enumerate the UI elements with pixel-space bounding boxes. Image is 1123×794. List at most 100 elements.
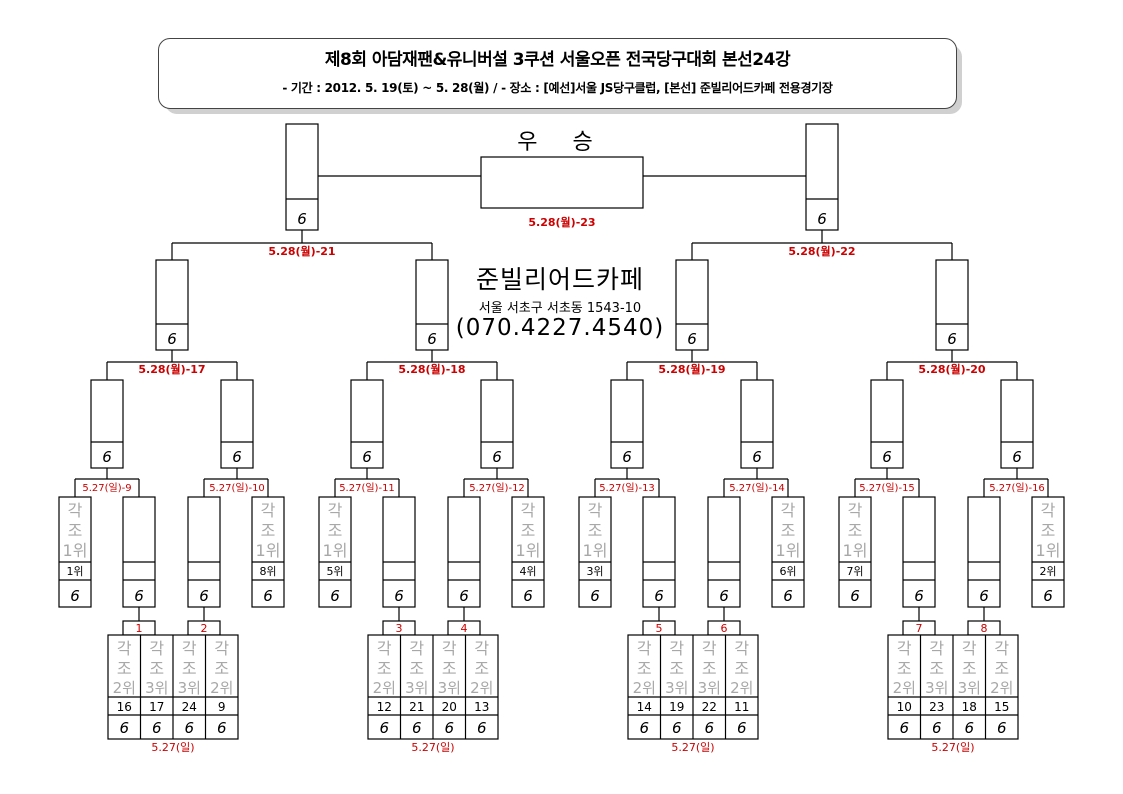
score-mark: 6	[590, 587, 600, 605]
seed-place: 1위	[66, 565, 83, 578]
r24-winner-slot	[447, 496, 481, 608]
group-label-text: 조	[702, 659, 717, 678]
player-number: 20	[442, 700, 457, 714]
page-title: 제8회 아담재팬&유니버설 3쿠션 서울오픈 전국당구대회 본선24강	[324, 50, 791, 70]
seed-label-text: 1위	[63, 541, 88, 560]
group-label-text: 각	[994, 639, 1009, 658]
r16-match-label: 5.27(일)-15	[859, 482, 915, 494]
score-mark: 6	[70, 587, 80, 605]
group-rank-text: 3위	[665, 679, 688, 697]
group-label-text: 조	[929, 659, 944, 678]
score-mark: 6	[477, 719, 487, 737]
quarter-match-label: 5.28(월)-19	[658, 362, 725, 376]
group-label-text: 조	[377, 659, 392, 678]
seed-label-text: 조	[328, 521, 343, 540]
group-date-label: 5.27(일)	[411, 740, 454, 754]
group-label-text: 조	[897, 659, 912, 678]
seed-label-text: 조	[848, 521, 863, 540]
r16-match-label: 5.27(일)-11	[339, 482, 395, 494]
player-number: 24	[182, 700, 197, 714]
score-mark: 6	[232, 448, 242, 466]
player-number: 9	[218, 700, 226, 714]
seed-label-text: 각	[1041, 501, 1056, 520]
group-label-text: 각	[962, 639, 977, 658]
score-mark: 6	[134, 587, 144, 605]
r24-match-number: 8	[981, 622, 988, 635]
group-rank-text: 2위	[113, 679, 136, 697]
r24-match-number: 7	[916, 622, 923, 635]
group-label-text: 조	[637, 659, 652, 678]
score-mark: 6	[964, 719, 974, 737]
player-number: 23	[929, 700, 944, 714]
group-rank-text: 2위	[730, 679, 753, 697]
score-mark: 6	[997, 719, 1007, 737]
seed-slot	[58, 496, 92, 608]
group-label-text: 각	[897, 639, 912, 658]
quarterfinal-slot	[415, 259, 449, 351]
r24-match-number: 5	[656, 622, 663, 635]
player-number: 13	[474, 700, 489, 714]
group-rank-text: 2위	[893, 679, 916, 697]
seed-label-text: 각	[261, 501, 276, 520]
group-rank-text: 3위	[698, 679, 721, 697]
semi-match-label: 5.28(월)-22	[788, 244, 855, 258]
quarter-match-label: 5.28(월)-18	[398, 362, 465, 376]
seed-place: 2위	[1039, 565, 1056, 578]
score-mark: 6	[330, 587, 340, 605]
score-mark: 6	[119, 719, 129, 737]
player-number: 14	[637, 700, 652, 714]
champion-label: 우 승	[517, 130, 607, 155]
r16-winner-slot	[1000, 379, 1034, 469]
score-mark: 6	[817, 210, 827, 228]
group-label-text: 조	[962, 659, 977, 678]
title-box: 제8회 아담재팬&유니버설 3쿠션 서울오픈 전국당구대회 본선24강 - 기간…	[158, 38, 957, 109]
group-label-text: 각	[117, 639, 132, 658]
quarter-match-label: 5.28(월)-17	[138, 362, 205, 376]
score-mark: 6	[882, 448, 892, 466]
seed-label-text: 조	[588, 521, 603, 540]
score-mark: 6	[1043, 587, 1053, 605]
group-rank-text: 2위	[210, 679, 233, 697]
seed-slot	[838, 496, 872, 608]
seed-label-text: 조	[521, 521, 536, 540]
score-mark: 6	[639, 719, 649, 737]
group-label-text: 각	[734, 639, 749, 658]
quarterfinal-slot	[155, 259, 189, 351]
seed-place: 4위	[519, 565, 536, 578]
seed-label-text: 1위	[256, 541, 281, 560]
seed-label-text: 1위	[516, 541, 541, 560]
seed-place: 3위	[586, 565, 603, 578]
group-label-text: 각	[637, 639, 652, 658]
seed-label-text: 1위	[583, 541, 608, 560]
quarterfinal-slot	[935, 259, 969, 351]
r24-winner-slot	[707, 496, 741, 608]
player-number: 16	[117, 700, 132, 714]
group-date-label: 5.27(일)	[931, 740, 974, 754]
group-label-text: 각	[409, 639, 424, 658]
r24-match-number: 4	[461, 622, 468, 635]
score-mark: 6	[979, 587, 989, 605]
venue-phone: (070.4227.4540)	[455, 315, 665, 341]
group-rank-text: 3위	[405, 679, 428, 697]
seed-label-text: 각	[848, 501, 863, 520]
score-mark: 6	[672, 719, 682, 737]
r16-match-label: 5.27(일)-14	[729, 482, 785, 494]
seed-place: 6위	[779, 565, 796, 578]
score-mark: 6	[719, 587, 729, 605]
player-number: 10	[897, 700, 912, 714]
venue-address: 서울 서초구 서초동 1543-10	[478, 301, 642, 316]
group-label-text: 조	[409, 659, 424, 678]
group-label-text: 각	[182, 639, 197, 658]
group-label-text: 조	[994, 659, 1009, 678]
player-number: 17	[149, 700, 164, 714]
score-mark: 6	[217, 719, 227, 737]
r16-match-label: 5.27(일)-9	[82, 482, 131, 494]
score-mark: 6	[932, 719, 942, 737]
r24-match-number: 6	[721, 622, 728, 635]
group-label-text: 각	[149, 639, 164, 658]
r24-winner-slot	[122, 496, 156, 608]
r24-match-number: 3	[396, 622, 403, 635]
seed-label-text: 1위	[1036, 541, 1061, 560]
event-info: - 기간 : 2012. 5. 19(토) ~ 5. 28(월) / - 장소 …	[282, 81, 833, 95]
